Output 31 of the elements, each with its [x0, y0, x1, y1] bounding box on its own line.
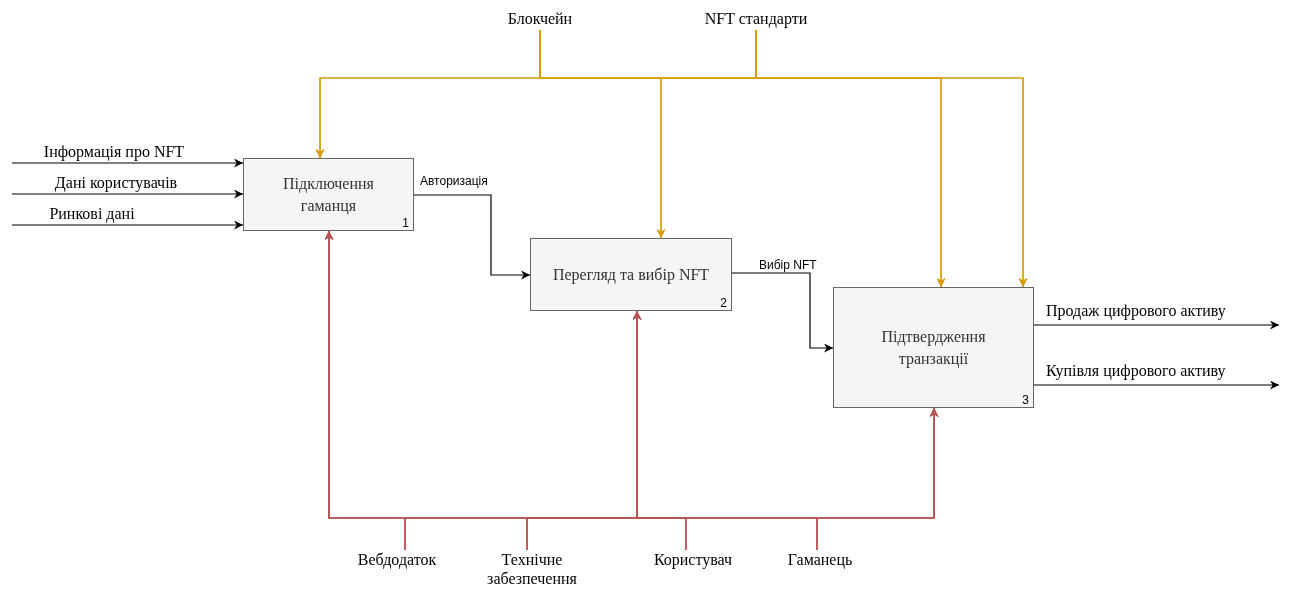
edge-label: Купівля цифрового активу: [1046, 362, 1226, 380]
arrow-label: NFT стандарти: [704, 9, 808, 29]
arrow-label: Блокчейн: [507, 9, 573, 29]
process-box: [833, 287, 1034, 408]
arrow: [413, 194, 531, 280]
edge-label: Дані користувачів: [54, 174, 178, 192]
box-number: 1: [402, 216, 409, 230]
arrow: [1033, 380, 1280, 390]
arrow: [11, 220, 244, 230]
arrow-label: Вебдодаток: [357, 550, 437, 570]
process-box: [243, 158, 414, 231]
arrow: [731, 272, 834, 353]
box-number: 2: [720, 296, 727, 310]
process-label: Перегляд та вибір NFT: [551, 264, 711, 286]
arrow: [11, 189, 244, 199]
arrow: [755, 29, 1028, 288]
arrow: [816, 407, 939, 551]
arrow: [1033, 320, 1280, 330]
process-box: [530, 238, 732, 311]
process-label: Підключення гаманця: [282, 173, 375, 217]
edge-label: Авторизація: [420, 175, 488, 189]
edge-label: Вибір NFT: [759, 259, 817, 273]
edge-label: Ринкові дані: [49, 205, 135, 223]
edge-label: Продаж цифрового активу: [1046, 302, 1226, 320]
arrow-label: Гаманець: [787, 550, 853, 570]
arrow-label: Технічне забезпечення: [486, 550, 578, 589]
edge-label: Інформація про NFT: [43, 143, 185, 161]
process-label: Підтвердження транзакції: [880, 326, 987, 370]
box-number: 3: [1022, 393, 1029, 407]
arrow-label: Користувач: [653, 550, 733, 570]
arrow: [11, 158, 244, 168]
